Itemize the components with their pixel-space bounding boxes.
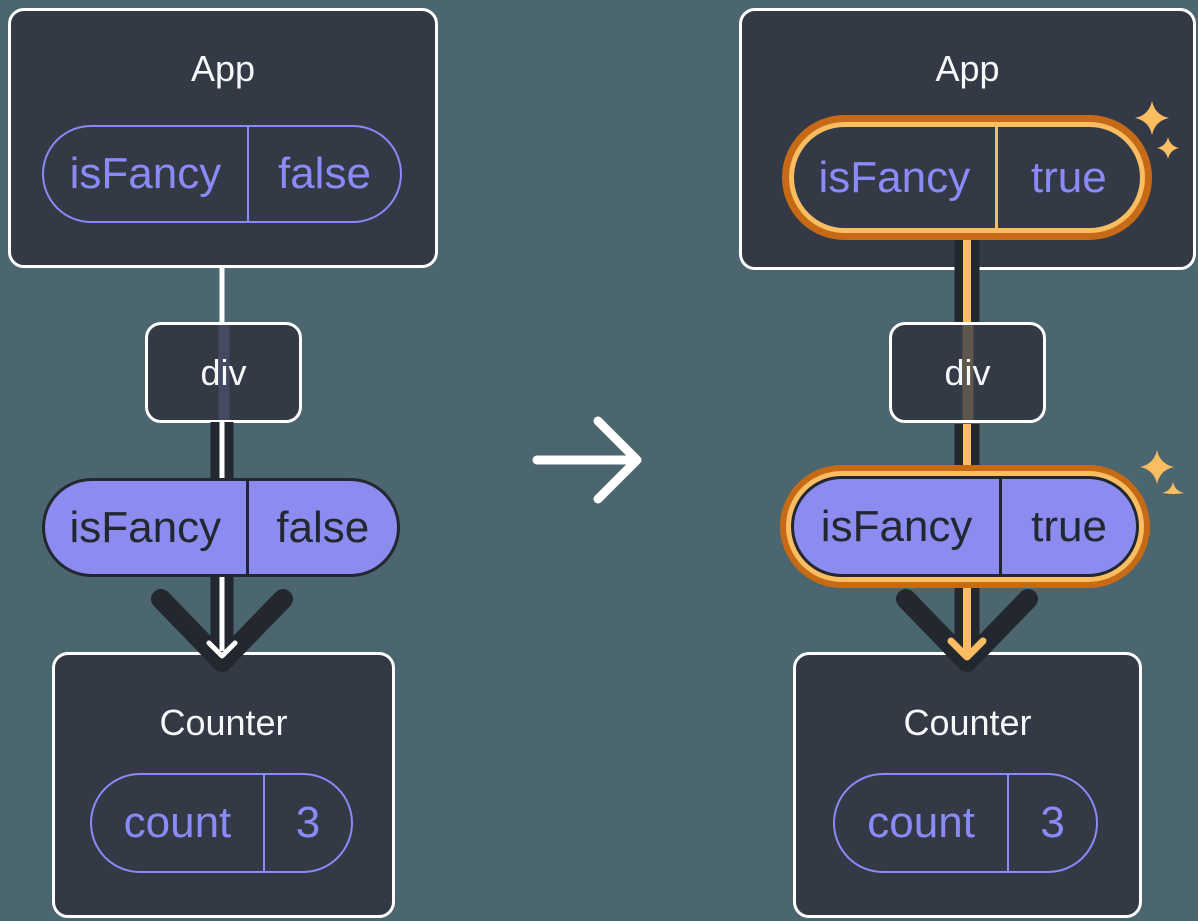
state-value: 3 (262, 775, 351, 871)
prop-value: false (245, 481, 397, 574)
prop-value: true (999, 479, 1136, 574)
after-prop-pill-highlighted: isFancy true (791, 476, 1139, 577)
after-div-label: div (944, 351, 991, 393)
before-counter-state-pill: count 3 (90, 773, 353, 873)
after-app-title: App (935, 48, 1000, 89)
after-prop-flow-arrow (896, 234, 1038, 672)
right-arrow-icon (532, 416, 642, 504)
before-div-node: div (145, 322, 302, 423)
state-name: isFancy (69, 149, 222, 198)
prop-name: isFancy (820, 501, 973, 551)
after-app-state-pill-highlighted: isFancy true (789, 122, 1145, 233)
before-app-title: App (190, 48, 256, 89)
after-div-node: div (889, 322, 1046, 423)
pass-through-stripe (218, 325, 229, 420)
state-name: count (123, 798, 232, 847)
before-prop-pill: isFancy false (42, 478, 400, 577)
pass-through-stripe (962, 325, 973, 420)
state-value: 3 (1007, 775, 1096, 871)
sparkle-icon (1140, 450, 1184, 494)
state-value: true (994, 127, 1140, 228)
state-value: false (246, 127, 400, 221)
state-name: isFancy (818, 152, 971, 202)
before-div-label: div (200, 351, 247, 393)
before-app-state-pill: isFancy false (42, 125, 402, 223)
state-name: count (867, 798, 975, 847)
after-counter-state-pill: count 3 (833, 773, 1098, 873)
before-counter-title: Counter (159, 702, 288, 743)
after-counter-title: Counter (903, 702, 1032, 743)
prop-name: isFancy (69, 502, 222, 552)
